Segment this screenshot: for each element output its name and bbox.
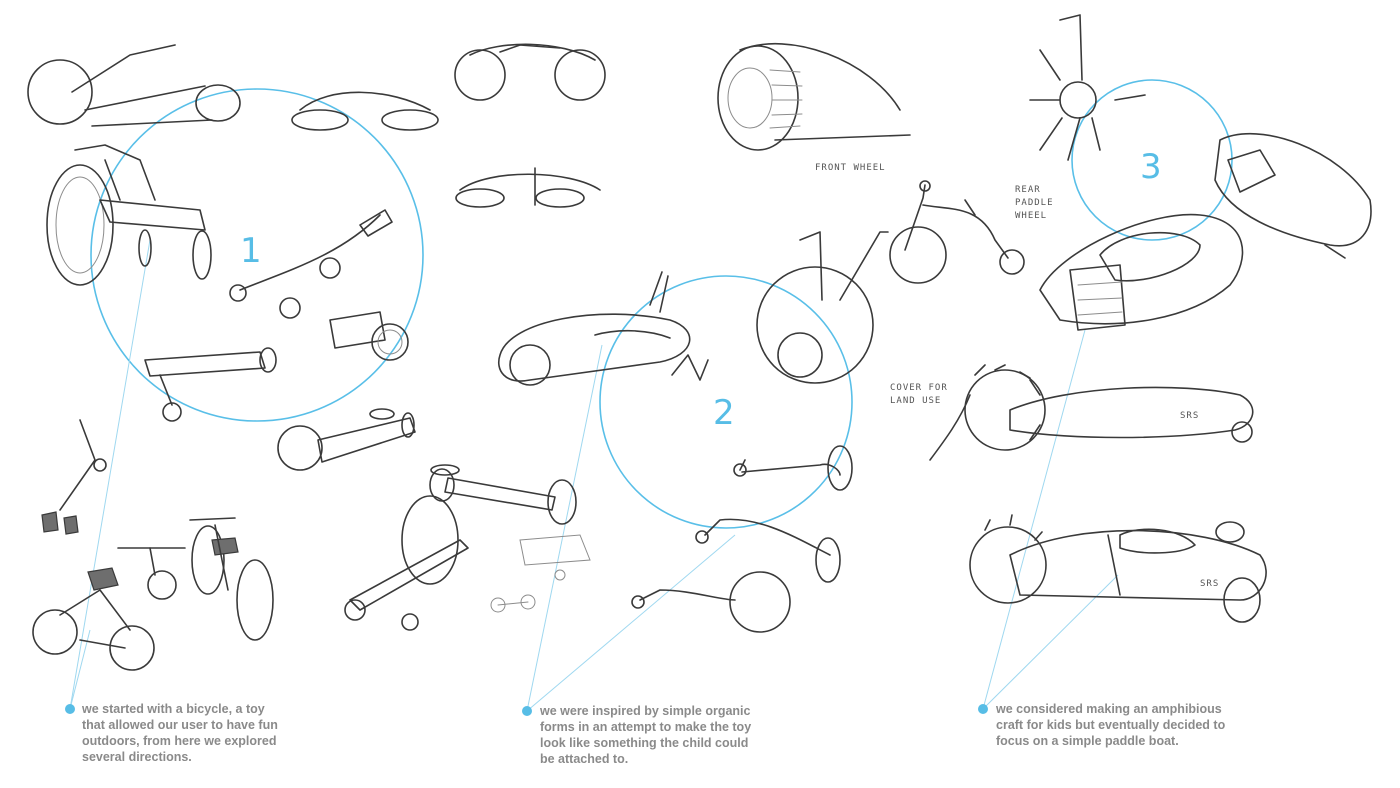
sketch-scooter-frame: [144, 347, 277, 422]
concept-3-number: 3: [1140, 147, 1162, 187]
sketch-bicycle: [189, 517, 274, 641]
caption-3-bullet: [978, 704, 988, 714]
caption-concept-1: we started with a bicycle, a toy that al…: [82, 702, 278, 764]
sketch-paddle-boat: [1039, 213, 1244, 331]
sketch-boat-hull-side: [1214, 132, 1372, 259]
note-cover-2: LAND USE: [890, 396, 941, 406]
sketch-handle-detail: [41, 419, 107, 535]
pointer-lines: [69, 239, 1119, 712]
sketch-organic-ride-on: [498, 271, 709, 386]
note-cover-1: COVER FOR: [890, 383, 948, 393]
sketch-curved-scooter: [733, 445, 853, 491]
sketch-loop-bike: [454, 43, 606, 101]
note-rear-paddle-1: REAR: [1015, 185, 1041, 195]
concept-1-number: 1: [240, 231, 262, 271]
note-front-wheel: FRONT WHEEL: [815, 163, 886, 173]
note-rear-paddle-3: WHEEL: [1015, 211, 1047, 221]
sketch-push-toy: [277, 408, 416, 471]
sketch-small-scooters: [490, 534, 591, 613]
sketch-amphibious-car: [929, 364, 1254, 461]
sketch-rocking-cycle: [756, 231, 889, 384]
caption-concept-3: we considered making an amphibious craft…: [996, 702, 1226, 748]
sketch-seat-block: [329, 311, 409, 361]
concept-3-circle: [1071, 79, 1233, 241]
concept-2-number: 2: [713, 393, 735, 433]
sketch-low-rider: [455, 167, 601, 208]
note-rear-paddle-2: PADDLE: [1015, 198, 1054, 208]
sketch-amphibious-racer: [969, 514, 1267, 623]
caption-1-bullet: [65, 704, 75, 714]
caption-2-bullet: [522, 706, 532, 716]
note-brand-mark-1: SRS: [1180, 411, 1199, 421]
sketch-curved-frame: [229, 209, 393, 319]
sketch-ride-on-tube: [27, 44, 241, 127]
note-brand-mark-2: SRS: [1200, 579, 1219, 589]
concept-2-circle: [599, 275, 853, 529]
sketch-loop-racer: [291, 91, 439, 131]
sketch-front-wheel: [717, 42, 911, 151]
sketch-tricycle: [32, 547, 186, 671]
sketch-paddle-wheel: [1029, 14, 1146, 161]
sketch-long-tricycle: [344, 464, 577, 631]
sketch-swoop-cycle: [631, 518, 841, 633]
sketch-tall-unicycle: [889, 180, 1025, 284]
caption-concept-2: we were inspired by simple organic forms…: [540, 704, 752, 766]
concept-1-circle: [90, 88, 424, 422]
sketch-balance-bike: [46, 144, 212, 286]
